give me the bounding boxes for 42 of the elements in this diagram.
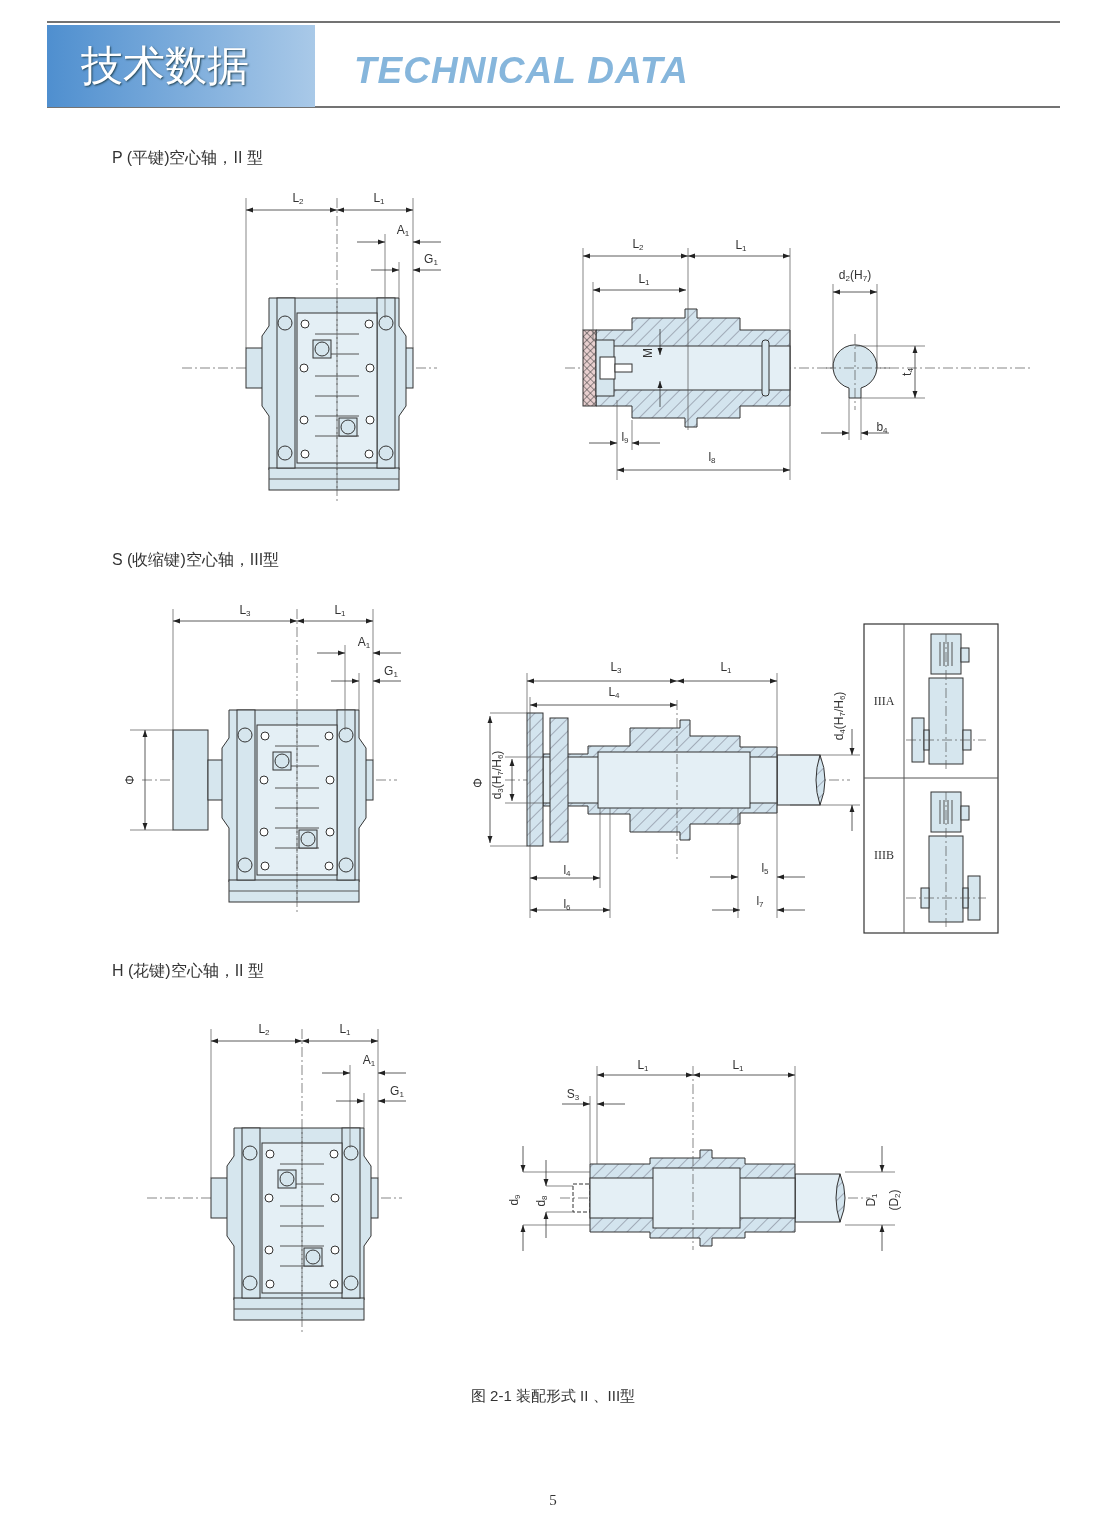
dimension-label: L$_{1}$ xyxy=(720,661,732,675)
dimension-label: l$_{7}$ xyxy=(756,895,764,909)
subtitle: TECHNICAL DATA xyxy=(354,51,689,89)
dimension-label: G$_{1}$ xyxy=(390,1085,404,1099)
dimension-label: b$_{4}$ xyxy=(876,421,888,435)
dimension-label: l$_{4}$ xyxy=(563,864,571,878)
title-text: 技术数据 xyxy=(81,40,249,92)
dimension-label: L$_{1}$ xyxy=(732,1059,744,1073)
dimension-label: L$_{2}$ xyxy=(632,238,644,252)
dimension-label: L$_{3}$ xyxy=(610,661,622,675)
dimension-label: d$_{2}$(H$_{7}$) xyxy=(838,269,872,283)
dimension-label: A$_{1}$ xyxy=(357,636,371,650)
dimension-label: G$_{1}$ xyxy=(424,253,438,267)
dimension-label: l$_{5}$ xyxy=(761,862,769,876)
dimension-label: l$_{8}$ xyxy=(708,451,716,465)
dimension-label: L$_{1}$ xyxy=(334,604,346,618)
dimension-label: L$_{1}$ xyxy=(373,192,385,206)
page-number: 5 xyxy=(549,1492,557,1508)
dimension-label: l$_{6}$ xyxy=(563,898,571,912)
dimension-label: L$_{1}$ xyxy=(638,273,650,287)
dimension-label: A$_{1}$ xyxy=(362,1054,376,1068)
dimension-label: L$_{1}$ xyxy=(339,1023,351,1037)
figure-caption: 图 2-1 装配形式 II 、III型 xyxy=(470,1386,636,1406)
title-band xyxy=(47,25,315,107)
position-label: IIIB xyxy=(874,848,894,863)
dimension-label: L$_{3}$ xyxy=(239,604,251,618)
dimension-label: M xyxy=(642,348,654,358)
section-heading: H (花键)空心轴，II 型 xyxy=(112,963,264,979)
section-heading: P (平键)空心轴，II 型 xyxy=(112,150,263,166)
dimension-label: L$_{1}$ xyxy=(637,1059,649,1073)
dimension-label: l$_{9}$ xyxy=(621,431,629,445)
dimension-label: L$_{1}$ xyxy=(735,239,747,253)
dimension-label: L$_{2}$ xyxy=(292,192,304,206)
dimension-label: G$_{1}$ xyxy=(384,665,398,679)
section-heading: S (收缩键)空心轴，III型 xyxy=(112,552,280,568)
position-label: IIIA xyxy=(873,693,895,709)
dimension-label: S$_{3}$ xyxy=(566,1088,580,1102)
dimension-label: Φ xyxy=(124,775,136,785)
dimension-label: Φ xyxy=(472,778,484,788)
dimension-label: L$_{4}$ xyxy=(608,686,620,700)
dimension-label: A$_{1}$ xyxy=(396,224,410,238)
dimension-label: L$_{2}$ xyxy=(258,1023,270,1037)
